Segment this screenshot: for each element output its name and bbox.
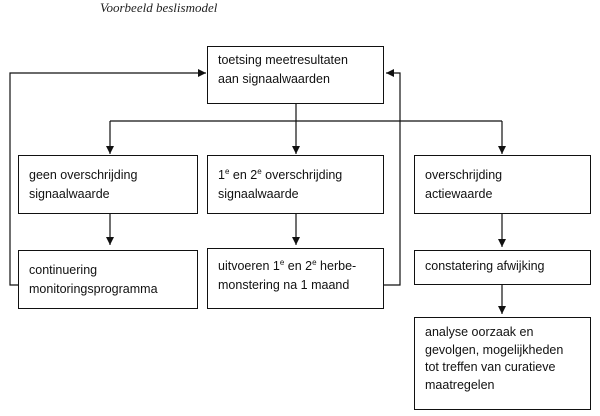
node-herbemonstering: uitvoeren 1e en 2e herbe- monstering na … (207, 248, 384, 309)
node-signaalwaarde-overschrijding: 1e en 2e overschrijding signaalwaarde (207, 155, 384, 214)
diagram-title: Voorbeeld beslismodel (100, 0, 218, 15)
node-continuering: continuering monitoringsprogramma (18, 250, 198, 309)
node-actie-line2: actiewaarde (425, 187, 493, 201)
node-analyse-line1: analyse oorzaak en (425, 325, 534, 339)
feedback-loop-right (384, 69, 401, 286)
node-signaal-l1a: 1 (218, 168, 225, 182)
node-signaal-sup-b: e (257, 167, 262, 176)
node-actie-line1: overschrijding (425, 168, 503, 182)
node-continuering-line2: monitoringsprogramma (29, 282, 158, 296)
node-herbe-l1b: en 2 (284, 259, 313, 273)
node-toetsing-line2: aan signaalwaarden (218, 72, 330, 86)
node-herbe-sup-b: e (312, 258, 317, 267)
node-analyse-line3: tot treffen van curatieve (425, 360, 556, 374)
feedback-loop-left (9, 69, 206, 286)
node-toetsing: toetsing meetresultaten aan signaalwaard… (207, 46, 384, 104)
node-analyse-line2: gevolgen, mogelijkheden (425, 342, 564, 357)
node-herbe-line2: monstering na 1 maand (218, 278, 350, 292)
node-geen-line2: signaalwaarde (29, 187, 110, 201)
node-constatering-line1: constatering afwijking (425, 259, 545, 273)
node-analyse: analyse oorzaak en gevolgen, mogelijkhed… (414, 317, 591, 410)
node-geen-line1: geen overschrijding (29, 168, 138, 182)
node-signaal-l1b: en 2 (229, 168, 258, 182)
node-actiewaarde-overschrijding: overschrijding actiewaarde (414, 155, 591, 214)
node-analyse-line4: maatregelen (425, 377, 495, 392)
node-herbe-l1a: uitvoeren 1 (218, 259, 280, 273)
node-geen-overschrijding: geen overschrijding signaalwaarde (18, 155, 198, 214)
node-signaal-line1: 1e en 2e overschrijding (218, 166, 383, 185)
node-signaal-line2: signaalwaarde (218, 187, 299, 201)
node-signaal-l1c: overschrijding (261, 168, 343, 182)
node-herbe-l1c: herbe- (316, 259, 357, 273)
node-toetsing-line1: toetsing meetresultaten (218, 53, 348, 67)
node-herbe-sup-a: e (279, 258, 285, 267)
node-herbe-line1: uitvoeren 1e en 2e herbe- (218, 257, 383, 276)
node-constatering: constatering afwijking (414, 250, 591, 285)
node-continuering-line1: continuering (29, 263, 98, 277)
node-signaal-sup-a: e (224, 167, 230, 176)
